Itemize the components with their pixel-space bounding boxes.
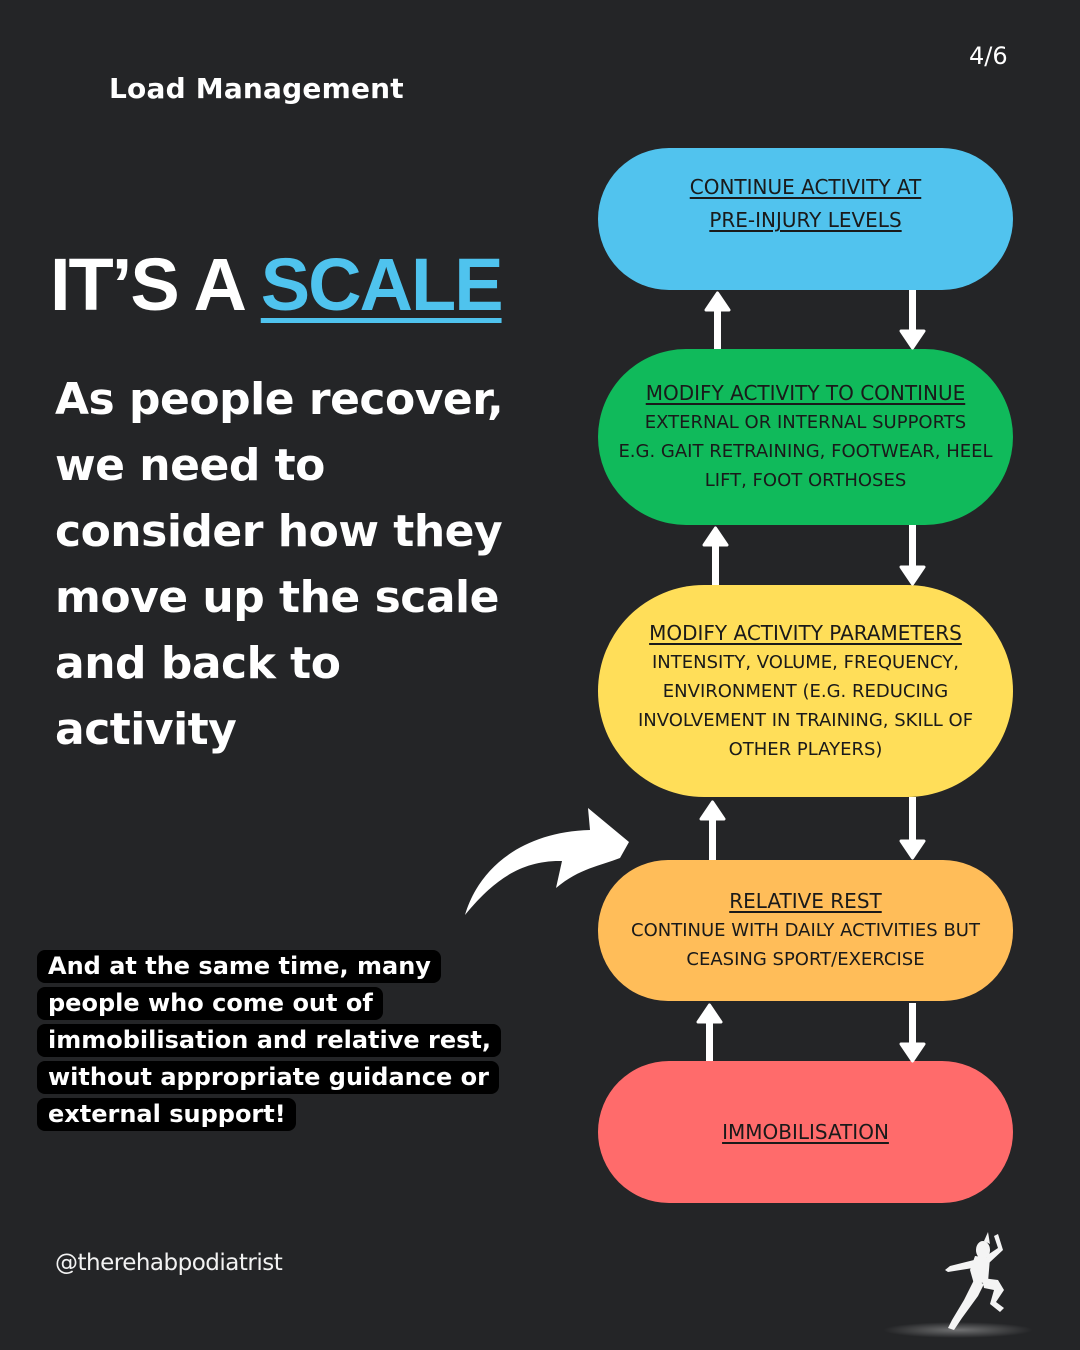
callout-line: people who come out of: [48, 989, 373, 1017]
callout-line: And at the same time, many: [48, 952, 431, 980]
scale-level-title: PRE-INJURY LEVELS: [709, 208, 902, 232]
scale-level-title: CONTINUE ACTIVITY AT: [689, 175, 922, 199]
scale-level-title: IMMOBILISATION: [722, 1119, 889, 1144]
social-handle: @therehabpodiatrist: [55, 1250, 283, 1276]
arrow-down-icon: [899, 797, 926, 860]
scale-level-relative-rest: RELATIVE REST CONTINUE WITH DAILY ACTIVI…: [598, 860, 1013, 1001]
scale-level-content: CONTINUE ACTIVITY AT PRE-INJURY LEVELS: [690, 171, 922, 237]
intro-text: As people recover, we need to consider h…: [55, 374, 504, 755]
scale-level-description: OTHER PLAYERS): [728, 738, 883, 760]
page-counter: 4/6: [969, 42, 1008, 70]
callout-line: immobilisation and relative rest,: [48, 1026, 492, 1054]
scale-level-description: E.G. GAIT RETRAINING, FOOTWEAR, HEEL: [618, 441, 993, 462]
scale-level-title: RELATIVE REST: [729, 889, 882, 913]
series-title: Load Management: [109, 72, 404, 105]
arrow-up-icon: [699, 800, 726, 860]
scale-level-content: MODIFY ACTIVITY PARAMETERS INTENSITY, VO…: [638, 619, 973, 764]
arrow-down-icon: [899, 290, 926, 350]
scale-level-description: INVOLVEMENT IN TRAINING, SKILL OF: [637, 709, 974, 731]
headline-prefix: IT’S A: [50, 243, 261, 326]
callout-text: And at the same time, many people who com…: [37, 950, 502, 1131]
callout-line: external support!: [48, 1100, 286, 1128]
scale-level-description: LIFT, FOOT ORTHOSES: [704, 470, 907, 491]
headline: IT’S A SCALE: [50, 240, 504, 330]
scale-level-description: CONTINUE WITH DAILY ACTIVITIES BUT: [631, 920, 980, 941]
runner-silhouette-icon: [883, 1232, 1033, 1338]
scale-level-title: MODIFY ACTIVITY TO CONTINUE: [645, 381, 966, 405]
arrow-up-icon: [704, 291, 731, 349]
headline-accent-word: SCALE: [260, 243, 504, 326]
scale-level-description: ENVIRONMENT (E.G. REDUCING: [662, 680, 949, 702]
scale-level-content: IMMOBILISATION: [722, 1118, 889, 1147]
callout-box: And at the same time, many people who com…: [37, 948, 507, 1133]
scale-level-immobilisation: IMMOBILISATION: [598, 1061, 1013, 1203]
arrow-down-icon: [899, 1003, 926, 1063]
arrow-up-icon: [696, 1003, 723, 1061]
arrow-down-icon: [899, 525, 926, 586]
scale-level-title: MODIFY ACTIVITY PARAMETERS: [649, 620, 962, 645]
callout-line: without appropriate guidance or: [48, 1063, 489, 1091]
scale-level-content: MODIFY ACTIVITY TO CONTINUE EXTERNAL OR …: [618, 379, 992, 495]
scale-level-modify-parameters: MODIFY ACTIVITY PARAMETERS INTENSITY, VO…: [598, 585, 1013, 797]
scale-level-pre-injury: CONTINUE ACTIVITY AT PRE-INJURY LEVELS: [598, 148, 1013, 290]
scale-level-content: RELATIVE REST CONTINUE WITH DAILY ACTIVI…: [631, 887, 980, 974]
arrow-up-icon: [702, 526, 729, 585]
scale-level-description: CEASING SPORT/EXERCISE: [686, 949, 925, 970]
scale-level-description: EXTERNAL OR INTERNAL SUPPORTS: [644, 412, 967, 433]
scale-level-description: INTENSITY, VOLUME, FREQUENCY,: [652, 651, 959, 673]
scale-level-modify-to-continue: MODIFY ACTIVITY TO CONTINUE EXTERNAL OR …: [598, 349, 1013, 525]
